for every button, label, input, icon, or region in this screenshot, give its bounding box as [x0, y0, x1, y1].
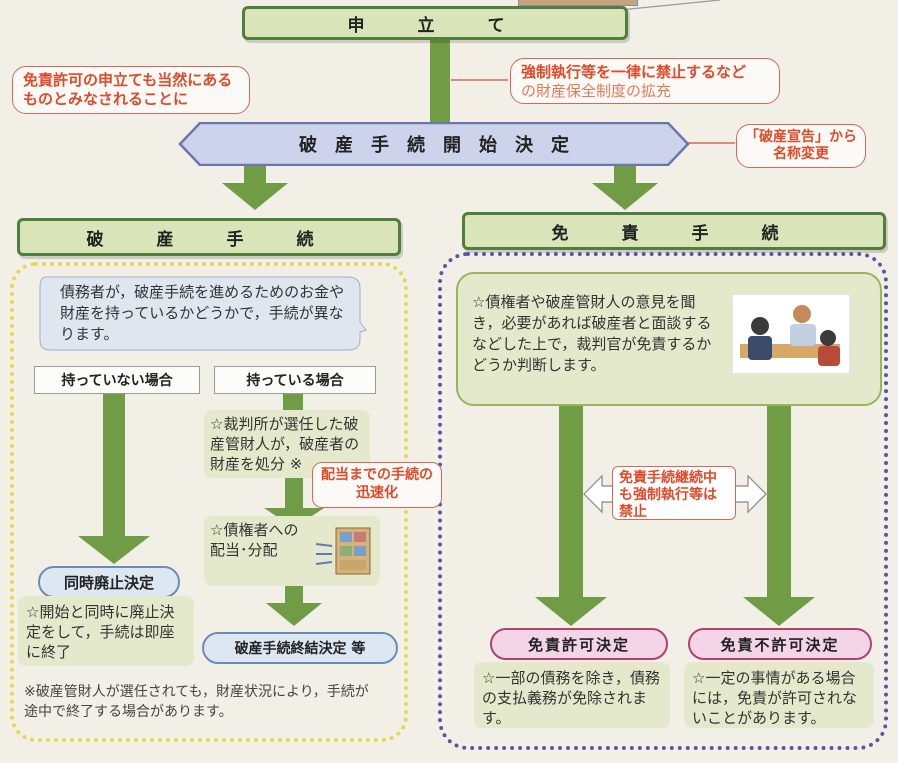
arrow-to-discharge — [592, 183, 658, 210]
arrow-grant — [535, 597, 607, 626]
note-asset-protection-line1: 強制執行等を一律に禁止するなど — [521, 63, 747, 81]
note-speedup: 配当までの手続の迅速化 — [312, 462, 442, 508]
documents-icon — [315, 527, 371, 575]
arrow-dividend — [266, 603, 322, 626]
intro-text: 債務者が，破産手続を進めるためのお金や財産を持っているかどうかで，手続が異なりま… — [60, 283, 345, 343]
header-discharge: 免 責 手 続 — [462, 212, 886, 250]
footnote: ※破産管財人が選任されても，財産状況により，手続が途中で終了する場合があります。 — [24, 684, 369, 720]
label-has-assets: 持っている場合 — [214, 366, 376, 394]
hearing-text: ☆債権者や破産管財人の意見を聞き，必要があれば破産者と面談するなどした上で，裁判… — [472, 293, 712, 374]
simultaneous-panel: ☆開始と同時に廃止決定をして，手続は即座に終了 — [18, 596, 194, 666]
header-discharge-label: 免 責 手 続 — [551, 223, 797, 244]
header-bankruptcy: 破 産 手 続 — [17, 218, 401, 256]
court-meeting-illustration — [732, 294, 850, 374]
arrow-deny — [743, 597, 815, 626]
decision-shape — [178, 122, 690, 166]
arrow-no-assets — [78, 536, 150, 564]
pill-simultaneous-abolition: 同時廃止決定 — [38, 566, 180, 598]
header-bankruptcy-label: 破 産 手 続 — [86, 229, 332, 250]
top-image-fragment — [518, 0, 638, 6]
grant-panel: ☆一部の債務を除き，債務の支払義務が免除されます。 — [474, 662, 670, 728]
pill-discharge-granted: 免責許可決定 — [490, 628, 668, 660]
note-prohibition: 免責手続継続中も強制執行等は禁止 — [612, 466, 736, 520]
note-asset-protection-line2: の財産保全制度の拡充 — [521, 82, 672, 100]
pill-conclusion: 破産手続終結決定 等 — [202, 632, 398, 664]
intro-shape — [39, 276, 367, 351]
dividend-text: ☆債権者への配当･分配 — [210, 521, 299, 559]
deny-panel: ☆一定の事情がある場合には，免責が許可されないことがあります。 — [684, 662, 874, 728]
note-rename: 「破産宣告」から名称変更 — [736, 124, 866, 168]
label-no-assets: 持っていない場合 — [34, 366, 200, 394]
shaft-top — [430, 40, 450, 130]
application-box: 申 立 て — [242, 6, 628, 40]
application-label: 申 立 て — [347, 15, 523, 36]
note-application: 免責許可の申立ても当然にあるものとみなされることに — [12, 66, 250, 114]
decision-label: 破 産 手 続 開 始 決 定 — [299, 135, 569, 156]
arrow-to-bankruptcy — [222, 183, 288, 210]
note-asset-protection: 強制執行等を一律に禁止するなど の財産保全制度の拡充 — [510, 58, 780, 104]
pill-discharge-denied: 免責不許可決定 — [688, 628, 872, 660]
